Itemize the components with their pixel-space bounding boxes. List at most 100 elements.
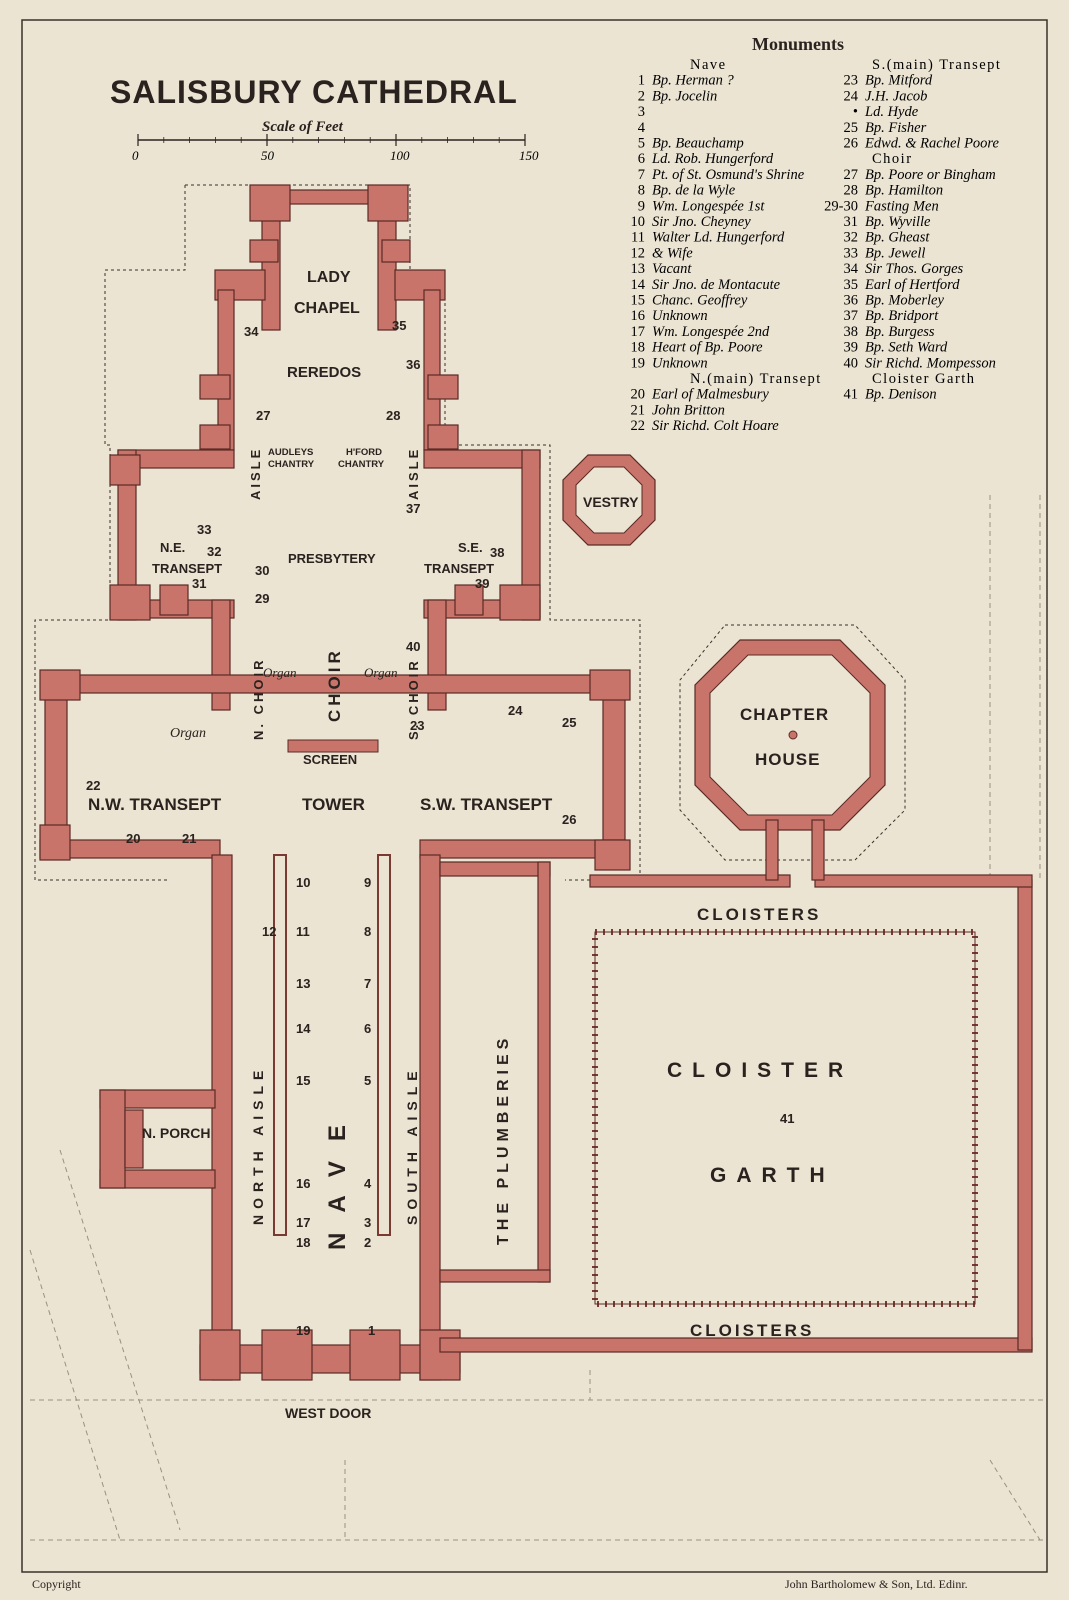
tower-label: TOWER xyxy=(302,795,365,814)
legend-entry: Sir Richd. Mompesson xyxy=(865,355,996,371)
legend-number: 36 xyxy=(844,293,859,309)
legend-number: 37 xyxy=(844,308,859,324)
plan-number-28: 28 xyxy=(386,408,400,423)
legend-number: 20 xyxy=(631,387,646,403)
legend-entry: Sir Jno. de Montacute xyxy=(652,277,781,293)
legend-section: Cloister Garth xyxy=(872,371,976,387)
plan-number-41: 41 xyxy=(780,1111,794,1126)
legend-number: 1 xyxy=(638,73,645,89)
plan-number-17: 17 xyxy=(296,1215,310,1230)
legend-number: 5 xyxy=(638,136,645,152)
legend-number: 17 xyxy=(631,324,646,340)
legend-number: 39 xyxy=(844,340,859,356)
plan-number-31: 31 xyxy=(192,576,206,591)
legend-number: 9 xyxy=(638,198,645,214)
legend-entry: Bp. Denison xyxy=(865,387,937,403)
legend-entry: Bp. Burgess xyxy=(865,324,935,340)
cloister-label: CLOISTER xyxy=(667,1059,853,1082)
cloisters-label-south: CLOISTERS xyxy=(690,1321,814,1340)
legend-number: 38 xyxy=(844,324,859,340)
legend-entry: Fasting Men xyxy=(864,198,939,214)
plan-number-37: 37 xyxy=(406,501,420,516)
west-door-label: WEST DOOR xyxy=(285,1405,371,1421)
plan-number-4: 4 xyxy=(364,1176,372,1191)
scale-tick-label: 150 xyxy=(519,148,539,163)
se-transept-label-2: TRANSEPT xyxy=(424,561,494,576)
plan-number-14: 14 xyxy=(296,1021,311,1036)
legend-number: 23 xyxy=(844,73,859,89)
legend-entry: J.H. Jacob xyxy=(865,88,927,104)
reredos-label: REREDOS xyxy=(287,364,361,381)
lady-chapel-label-1: LADY xyxy=(307,269,351,286)
walls xyxy=(39,184,1033,1381)
organ-label-s: Organ xyxy=(364,665,397,680)
area-labels: LADY CHAPEL REREDOS AUDLEYS CHANTRY H'FO… xyxy=(88,269,853,1421)
cloister-arcade xyxy=(592,929,978,1307)
plan-number-26: 26 xyxy=(562,812,576,827)
legend-entry: Sir Jno. Cheyney xyxy=(652,214,751,230)
legend-number: 29-30 xyxy=(824,198,858,214)
organ-label-transept: Organ xyxy=(170,726,206,741)
legend-entry: John Britton xyxy=(652,402,725,418)
roof-outline xyxy=(34,184,906,881)
scale-tick-label: 100 xyxy=(390,148,410,163)
legend-number: 26 xyxy=(844,136,859,152)
legend-number: 4 xyxy=(638,120,646,136)
vestry-label: VESTRY xyxy=(583,494,639,510)
nw-transept-label: N.W. TRANSEPT xyxy=(88,795,222,814)
plan-number-2: 2 xyxy=(364,1235,371,1250)
legend-number: 8 xyxy=(638,183,645,199)
plan-number-32: 32 xyxy=(207,544,221,559)
legend-number: 13 xyxy=(631,261,646,277)
s-choir-label: S. CHOIR xyxy=(406,658,421,740)
legend-number: 33 xyxy=(844,245,859,261)
legend-entry: Sir Thos. Gorges xyxy=(865,261,964,277)
legend-number: 19 xyxy=(631,355,646,371)
legend-entry: Earl of Hertford xyxy=(864,277,960,293)
legend-entry: Bp. Fisher xyxy=(865,120,927,136)
legend-number: 18 xyxy=(631,340,646,356)
south-aisle-label: SOUTH AISLE xyxy=(404,1065,420,1225)
map-border xyxy=(21,19,1048,1573)
screen-label: SCREEN xyxy=(303,752,357,767)
copyright-text: Copyright xyxy=(32,1577,81,1591)
plan-number-34: 34 xyxy=(244,324,259,339)
nave-label: NAVE xyxy=(324,1105,351,1250)
legend-number: 15 xyxy=(631,293,646,309)
plan-number-8: 8 xyxy=(364,924,371,939)
plan-number-33: 33 xyxy=(197,522,211,537)
street-outlines xyxy=(29,495,1045,1541)
legend-entry: Bp. Jewell xyxy=(865,245,925,261)
legend-number: 22 xyxy=(631,418,646,434)
legend-number: 40 xyxy=(844,355,859,371)
legend-heading: Monuments xyxy=(752,34,844,54)
legend-number: 41 xyxy=(844,387,859,403)
choir-label: CHOIR xyxy=(325,647,344,722)
legend-number: 7 xyxy=(638,167,645,183)
legend-entry: Chanc. Geoffrey xyxy=(652,293,748,309)
legend-entry: Bp. Poore or Bingham xyxy=(865,167,996,183)
legend-entry: Bp. Beauchamp xyxy=(652,136,744,152)
legend-entry: Walter Ld. Hungerford xyxy=(652,230,785,246)
legend-entry: Bp. Hamilton xyxy=(865,183,943,199)
plan-number-6: 6 xyxy=(364,1021,371,1036)
plan-number-19: 19 xyxy=(296,1323,310,1338)
ne-transept-label-2: TRANSEPT xyxy=(152,561,222,576)
audleys-label-1: AUDLEYS xyxy=(268,447,313,458)
legend-number: 12 xyxy=(631,245,646,261)
audleys-label-2: CHANTRY xyxy=(268,459,315,470)
plan-number-13: 13 xyxy=(296,976,310,991)
legend-number: 14 xyxy=(631,277,646,293)
plan-number-39: 39 xyxy=(475,576,489,591)
legend-entry: Ld. Rob. Hungerford xyxy=(651,151,774,167)
legend-entry: Bp. Jocelin xyxy=(652,88,717,104)
legend-entry: Bp. Herman ? xyxy=(652,73,735,89)
plan-number-11: 11 xyxy=(296,924,310,939)
presbytery-label: PRESBYTERY xyxy=(288,551,376,566)
scale-tick-label: 0 xyxy=(132,148,139,163)
scale-tick-label: 50 xyxy=(261,148,275,163)
legend-number: 24 xyxy=(844,88,859,104)
plan-number-22: 22 xyxy=(86,778,100,793)
plan-number-20: 20 xyxy=(126,831,140,846)
